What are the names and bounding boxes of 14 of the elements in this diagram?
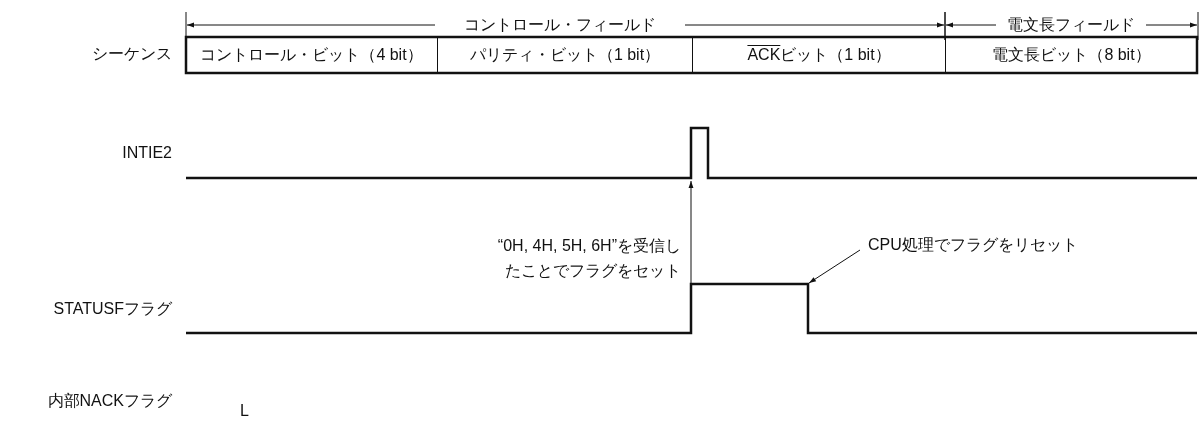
signal-name: シーケンス bbox=[92, 44, 172, 64]
signal-name: 内部NACKフラグ bbox=[47, 391, 172, 411]
bit-field-cell: ACKビット（1 bit） bbox=[692, 37, 945, 73]
signal-waveform bbox=[186, 126, 1197, 180]
arrow bbox=[688, 180, 694, 284]
bit-field-cell: 電文長ビット（8 bit） bbox=[945, 37, 1197, 73]
signal-name: STATUSFフラグ bbox=[53, 299, 172, 319]
arrow bbox=[808, 249, 861, 284]
signal-level: L bbox=[240, 401, 249, 421]
annotation-text: CPU処理でフラグをリセット bbox=[868, 235, 1078, 255]
signal-waveform bbox=[186, 282, 1197, 335]
bit-field-cell: パリティ・ビット（1 bit） bbox=[437, 37, 692, 73]
signal-name: INTIE2 bbox=[122, 143, 172, 163]
bit-field-cell: コントロール・ビット（4 bit） bbox=[186, 37, 437, 73]
